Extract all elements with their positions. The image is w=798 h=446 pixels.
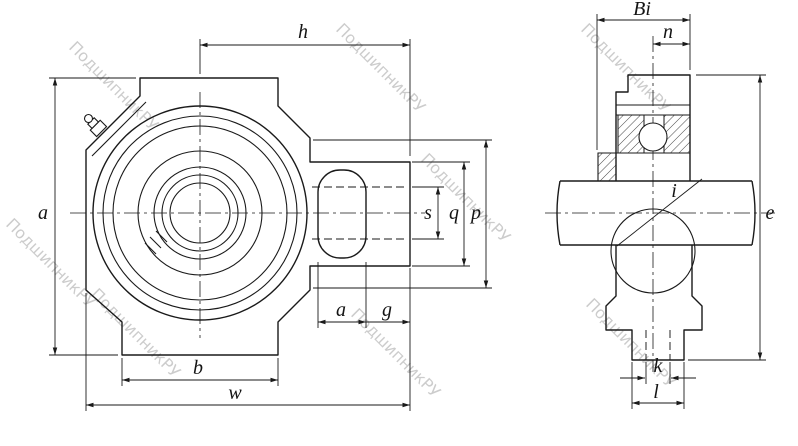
dim-label-h: h [298,21,308,43]
dim-e: e [688,74,775,361]
shaft [556,180,756,246]
dim-label-n: n [663,21,673,43]
dim-label-Bi: Bi [633,0,651,20]
base-slot-hidden-lines [645,330,671,360]
centerlines [70,92,425,338]
dim-w: w [85,268,411,411]
grease-fitting-icon [83,113,108,138]
housing-top-outline [615,74,691,181]
dim-label-w: w [228,382,242,404]
watermark-layer: ПодшипникРУ ПодшипникРУ ПодшипникРУ Подш… [2,19,679,401]
dim-label-i: i [671,180,677,202]
dim-s: s [412,186,444,240]
chamfer-face-line [91,101,147,157]
dim-k: k [620,355,696,384]
watermark-text: ПодшипникРУ [2,214,99,311]
set-screw-marks [144,230,168,255]
side-view: i Bi n e k [545,0,775,409]
dim-a-left: a [38,77,136,356]
dim-b: b [121,357,279,386]
dim-label-b: b [193,357,203,379]
dim-label-a-left: a [38,202,48,224]
dim-label-l: l [653,381,659,403]
dim-label-g: g [382,299,392,321]
dim-h: h [199,21,411,156]
front-view: h a s q p [38,21,492,411]
dim-q: q [412,161,470,267]
dim-Bi: Bi [596,0,691,150]
dim-label-k: k [654,355,664,377]
take-up-slot [317,169,367,259]
hidden-slot-lines [312,186,408,240]
ball-element [638,122,668,152]
watermark-text: ПодшипникРУ [577,19,674,116]
bearing-section [597,114,691,182]
dim-label-q: q [449,202,459,224]
angle-line [616,178,703,247]
dim-l: l [631,362,685,409]
dim-label-e: e [766,202,775,224]
dim-label-p: p [469,202,481,224]
watermark-text: ПодшипникРУ [332,19,429,116]
housing-bottom-outline [605,245,703,361]
watermark-text: ПодшипникРУ [582,294,679,391]
housing-outline [85,77,411,356]
watermark-text: ПодшипникРУ [417,149,514,246]
dim-label-s: s [424,202,432,224]
dim-n: n [653,21,690,47]
boss-circle [610,208,696,294]
bearing-circles [92,105,308,321]
watermark-text: ПодшипникРУ [347,304,444,401]
dim-a-g: a g [317,262,410,328]
centerlines [545,36,775,372]
dim-p: p [313,139,492,289]
dim-label-a-bottom: a [336,299,346,321]
